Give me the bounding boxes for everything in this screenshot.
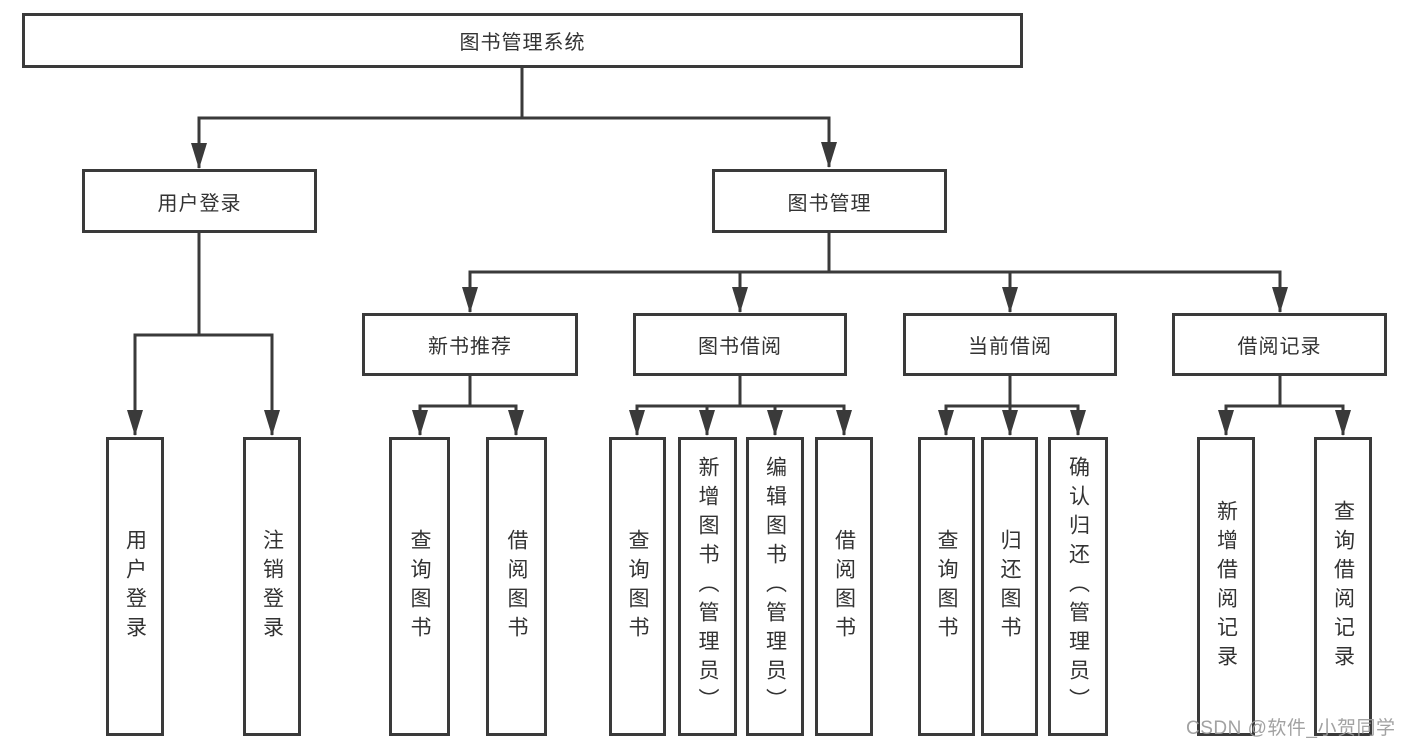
leaf-edit-books-admin: 编辑图书（管理员） xyxy=(746,437,804,736)
leaf-query-borrow-record: 查询借阅记录 xyxy=(1314,437,1372,736)
connector-bookborrow-to-borrow xyxy=(740,404,852,436)
leaf-add-books-admin-label: 新增图书（管理员） xyxy=(696,456,719,717)
leaf-logout-label: 注销登录 xyxy=(260,528,284,645)
connector-borrowrecord-to-add xyxy=(1218,376,1282,436)
leaf-confirm-return-admin: 确认归还（管理员） xyxy=(1048,437,1108,736)
node-root-library-system: 图书管理系统 xyxy=(22,13,1023,68)
connector-bookmgmt-to-book-borrow xyxy=(732,270,829,313)
node-root-label: 图书管理系统 xyxy=(459,32,586,54)
connector-bookmgmt-to-borrow-record xyxy=(829,270,1288,313)
leaf-current-query-books: 查询图书 xyxy=(918,437,975,736)
connector-bookborrow-to-edit xyxy=(740,404,783,436)
connector-bookmgmt-to-current-borrow xyxy=(829,270,1018,313)
node-user-login: 用户登录 xyxy=(82,169,317,233)
node-new-book-recommendation-label: 新书推荐 xyxy=(428,336,512,358)
leaf-confirm-return-admin-label: 确认归还（管理员） xyxy=(1066,456,1090,717)
node-new-book-recommendation: 新书推荐 xyxy=(362,313,578,376)
leaf-recommend-query-books: 查询图书 xyxy=(389,437,450,736)
node-current-borrowing: 当前借阅 xyxy=(903,313,1117,376)
leaf-add-borrow-record-label: 新增借阅记录 xyxy=(1214,499,1238,674)
node-book-management: 图书管理 xyxy=(712,169,947,233)
node-current-borrowing-label: 当前借阅 xyxy=(968,336,1052,358)
leaf-recommend-borrow-books: 借阅图书 xyxy=(486,437,547,736)
node-book-borrowing-label: 图书借阅 xyxy=(698,336,782,358)
leaf-borrowing-query-books-label: 查询图书 xyxy=(626,528,649,645)
connector-root-to-book-mgmt xyxy=(522,116,837,168)
connector-userlogin-to-login xyxy=(127,233,201,436)
leaf-borrowing-query-books: 查询图书 xyxy=(609,437,666,736)
csdn-watermark: CSDN @软件_小贺同学 xyxy=(1186,718,1396,739)
connector-currentborrow-to-query xyxy=(938,376,1012,436)
leaf-borrowing-borrow-books: 借阅图书 xyxy=(815,437,873,736)
leaf-borrowing-borrow-books-label: 借阅图书 xyxy=(832,528,856,645)
connector-bookborrow-to-add xyxy=(699,404,740,436)
leaf-add-books-admin: 新增图书（管理员） xyxy=(678,437,737,736)
leaf-return-books-label: 归还图书 xyxy=(998,528,1021,645)
connector-borrowrecord-to-query xyxy=(1280,404,1351,436)
leaf-user-login: 用户登录 xyxy=(106,437,164,736)
connector-userlogin-to-logout xyxy=(199,333,280,436)
leaf-return-books: 归还图书 xyxy=(981,437,1038,736)
node-borrowing-record-label: 借阅记录 xyxy=(1237,336,1322,358)
connector-newbookrec-to-borrow xyxy=(470,404,524,436)
connector-root-to-user-login xyxy=(191,68,524,169)
connector-bookmgmt-to-new-book-rec xyxy=(462,233,831,313)
leaf-add-borrow-record: 新增借阅记录 xyxy=(1197,437,1255,736)
leaf-edit-books-admin-label: 编辑图书（管理员） xyxy=(763,456,787,717)
connector-newbookrec-to-query xyxy=(412,376,472,436)
node-borrowing-record: 借阅记录 xyxy=(1172,313,1387,376)
connector-currentborrow-to-confirm xyxy=(1010,404,1086,436)
connector-bookborrow-to-query xyxy=(629,376,742,436)
leaf-recommend-borrow-books-label: 借阅图书 xyxy=(505,528,528,645)
leaf-logout: 注销登录 xyxy=(243,437,301,736)
node-book-management-label: 图书管理 xyxy=(787,192,872,215)
leaf-current-query-books-label: 查询图书 xyxy=(935,528,958,645)
node-book-borrowing: 图书借阅 xyxy=(633,313,847,376)
leaf-query-borrow-record-label: 查询借阅记录 xyxy=(1331,499,1355,674)
leaf-recommend-query-books-label: 查询图书 xyxy=(408,528,431,645)
leaf-user-login-label: 用户登录 xyxy=(123,528,147,645)
node-user-login-label: 用户登录 xyxy=(157,192,242,215)
